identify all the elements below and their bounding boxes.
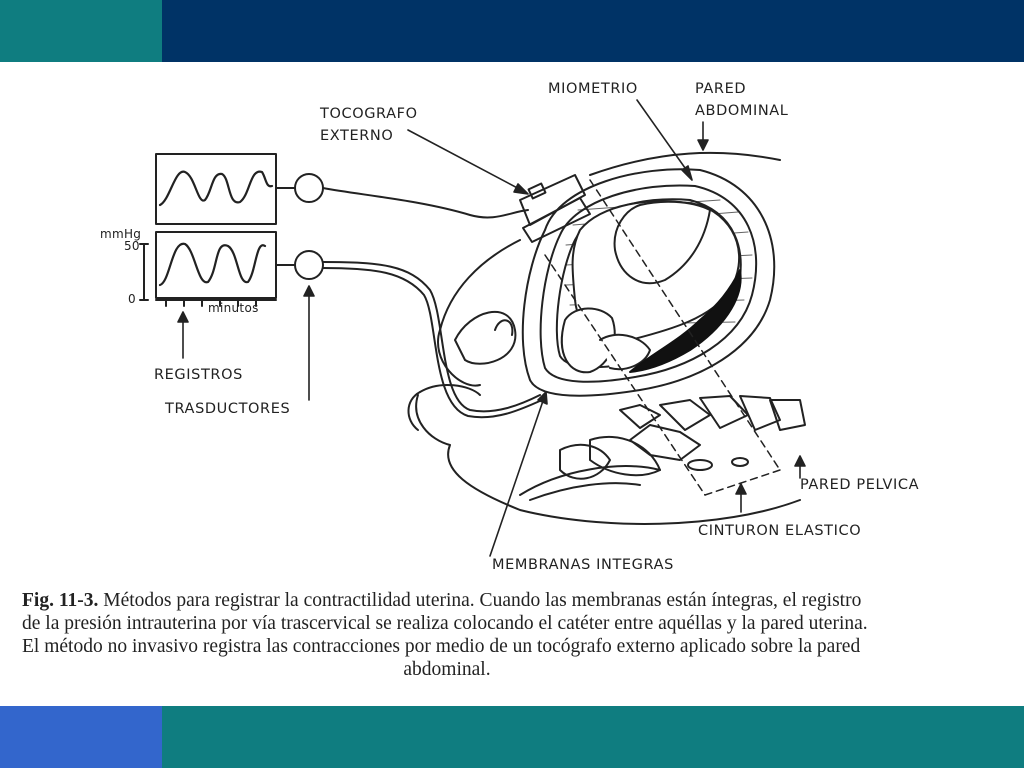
- body-outline: [407, 151, 801, 525]
- caption-line-4: abdominal.: [403, 659, 491, 680]
- label-pared-abdominal-line1: PARED: [695, 81, 747, 97]
- header-bar-right: [162, 0, 1024, 62]
- tocograph-device: [519, 174, 591, 243]
- transducers: [275, 173, 543, 419]
- caption-line-2: de la presión intrauterina por vía trasc…: [22, 613, 868, 634]
- footer-bar-left: [0, 706, 162, 768]
- header-bar-left: [0, 0, 162, 62]
- label-tocografo-line1: TOCOGRAFO: [320, 106, 418, 122]
- label-trasductores: TRASDUCTORES: [165, 401, 291, 417]
- label-cinturon-elastico: CINTURON ELASTICO: [698, 523, 862, 539]
- label-pared-pelvica: PARED PELVICA: [800, 477, 920, 493]
- label-minutos: minutos: [208, 301, 259, 315]
- caption-fig-label: Fig. 11-3.: [22, 590, 99, 611]
- spine-pelvis: [519, 395, 806, 501]
- uterine-contraction-diagram: [139, 99, 806, 557]
- figure-caption: Fig. 11-3. Métodos para registrar la con…: [22, 589, 1012, 681]
- leader-lines: [177, 99, 806, 557]
- label-tocografo-line2: EXTERNO: [320, 128, 394, 144]
- tick-50: 50: [124, 239, 140, 253]
- footer-bar-right: [162, 706, 1024, 768]
- fetus: [560, 200, 741, 374]
- upper-recording: [155, 153, 277, 225]
- dashed-lines: [544, 179, 781, 496]
- label-membranas-integras: MEMBRANAS INTEGRAS: [492, 557, 674, 573]
- label-pared-abdominal-line2: ABDOMINAL: [695, 103, 789, 119]
- caption-line-3: El método no invasivo registra las contr…: [22, 636, 861, 657]
- caption-line-1: Métodos para registrar la contractilidad…: [103, 590, 862, 611]
- label-registros: REGISTROS: [154, 367, 243, 383]
- label-mmhg: mmHg: [100, 227, 142, 241]
- tick-0: 0: [128, 292, 136, 306]
- amniotic-fluid: [629, 269, 742, 373]
- lower-recording: [139, 231, 277, 307]
- label-miometrio: MIOMETRIO: [548, 81, 638, 97]
